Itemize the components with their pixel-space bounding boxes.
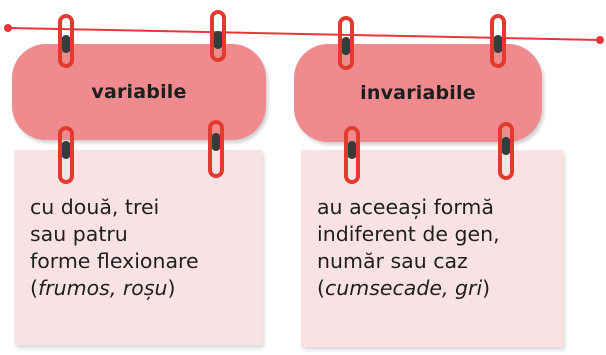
card-text-invariabile: au aceeași formă indiferent de gen, numă… bbox=[317, 194, 500, 302]
card-line: număr sau caz bbox=[317, 249, 468, 273]
card-example: (frumos, roșu) bbox=[30, 276, 176, 300]
card-line: au aceeași formă bbox=[317, 195, 494, 219]
card-example: (cumsecade, gri) bbox=[317, 276, 491, 300]
tag-label-variabile: variabile bbox=[91, 81, 187, 103]
card-line: cu două, trei bbox=[30, 195, 160, 219]
card-variabile: cu două, trei sau patru forme flexionare… bbox=[14, 150, 262, 345]
card-invariabile: au aceeași formă indiferent de gen, numă… bbox=[301, 150, 563, 347]
tag-variabile: variabile bbox=[12, 44, 266, 140]
line-end-dot-icon bbox=[4, 24, 12, 32]
card-line: forme flexionare bbox=[30, 249, 199, 273]
card-line: indiferent de gen, bbox=[317, 222, 500, 246]
line-end-dot-icon bbox=[596, 36, 604, 44]
card-text-variabile: cu două, trei sau patru forme flexionare… bbox=[30, 194, 199, 302]
tag-invariabile: invariabile bbox=[294, 44, 542, 142]
tag-label-invariabile: invariabile bbox=[360, 82, 476, 104]
card-line: sau patru bbox=[30, 222, 128, 246]
